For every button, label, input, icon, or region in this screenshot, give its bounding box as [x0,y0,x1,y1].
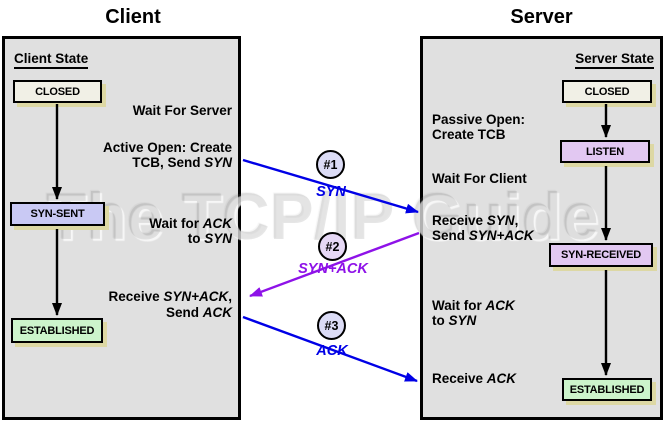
note-line: Receive SYN+ACK, [108,289,232,304]
state-box-server-listen: LISTEN [560,140,650,163]
note-line: Wait For Client [432,171,527,186]
note-line: Send SYN+ACK [432,228,534,243]
message-2-synack-arrow [249,231,420,298]
message-2-label: SYN+ACK [298,261,368,277]
message-3-label: ACK [316,343,348,359]
note-line: to SYN [187,231,232,246]
client-note-active-open: Active Open: Create TCB, Send SYN [72,140,232,170]
note-line: Wait for ACK [149,216,232,231]
message-1-label: SYN [316,184,346,200]
client-panel-title: Client [105,6,161,28]
message-3-badge: #3 [317,311,346,340]
message-1-badge: #1 [316,150,345,179]
server-note-receive-ack: Receive ACK [432,371,516,386]
client-state-heading: Client State [14,51,89,69]
note-line: Wait for ACK [432,298,515,313]
note-line: to SYN [432,313,477,328]
note-line: Send ACK [165,305,232,320]
state-box-client-syn-sent: SYN-SENT [10,202,105,226]
note-line: Receive SYN, [432,213,519,228]
server-panel-title: Server [510,6,573,28]
state-box-client-closed: CLOSED [13,80,102,103]
server-note-wait-for-ack: Wait for ACK to SYN [432,298,515,328]
note-line: Create TCB [432,127,506,142]
note-line: TCB, Send SYN [132,155,232,170]
note-line: Receive ACK [432,371,517,386]
server-note-passive-open: Passive Open: Create TCB [432,112,525,142]
state-box-server-closed: CLOSED [562,80,652,103]
client-note-wait-for-ack: Wait for ACK to SYN [112,216,232,246]
state-box-server-established: ESTABLISHED [562,378,652,401]
server-note-wait-for-client: Wait For Client [432,171,527,186]
server-state-heading: Server State [554,51,654,69]
state-box-server-syn-received: SYN-RECEIVED [549,243,653,267]
server-state-heading-text: Server State [575,51,654,69]
message-1-syn-arrow [242,158,419,214]
state-box-client-established: ESTABLISHED [11,318,103,343]
note-line: Active Open: Create [102,140,232,155]
client-note-wait-for-server: Wait For Server [92,103,232,118]
message-2-badge: #2 [318,232,347,261]
client-note-receive-synack: Receive SYN+ACK, Send ACK [92,289,232,321]
note-line: Passive Open: [432,112,526,127]
client-state-heading-text: Client State [14,51,89,69]
message-3-ack-arrow [242,315,418,383]
note-line: Wait For Server [132,103,232,118]
server-note-receive-syn: Receive SYN, Send SYN+ACK [432,213,534,243]
